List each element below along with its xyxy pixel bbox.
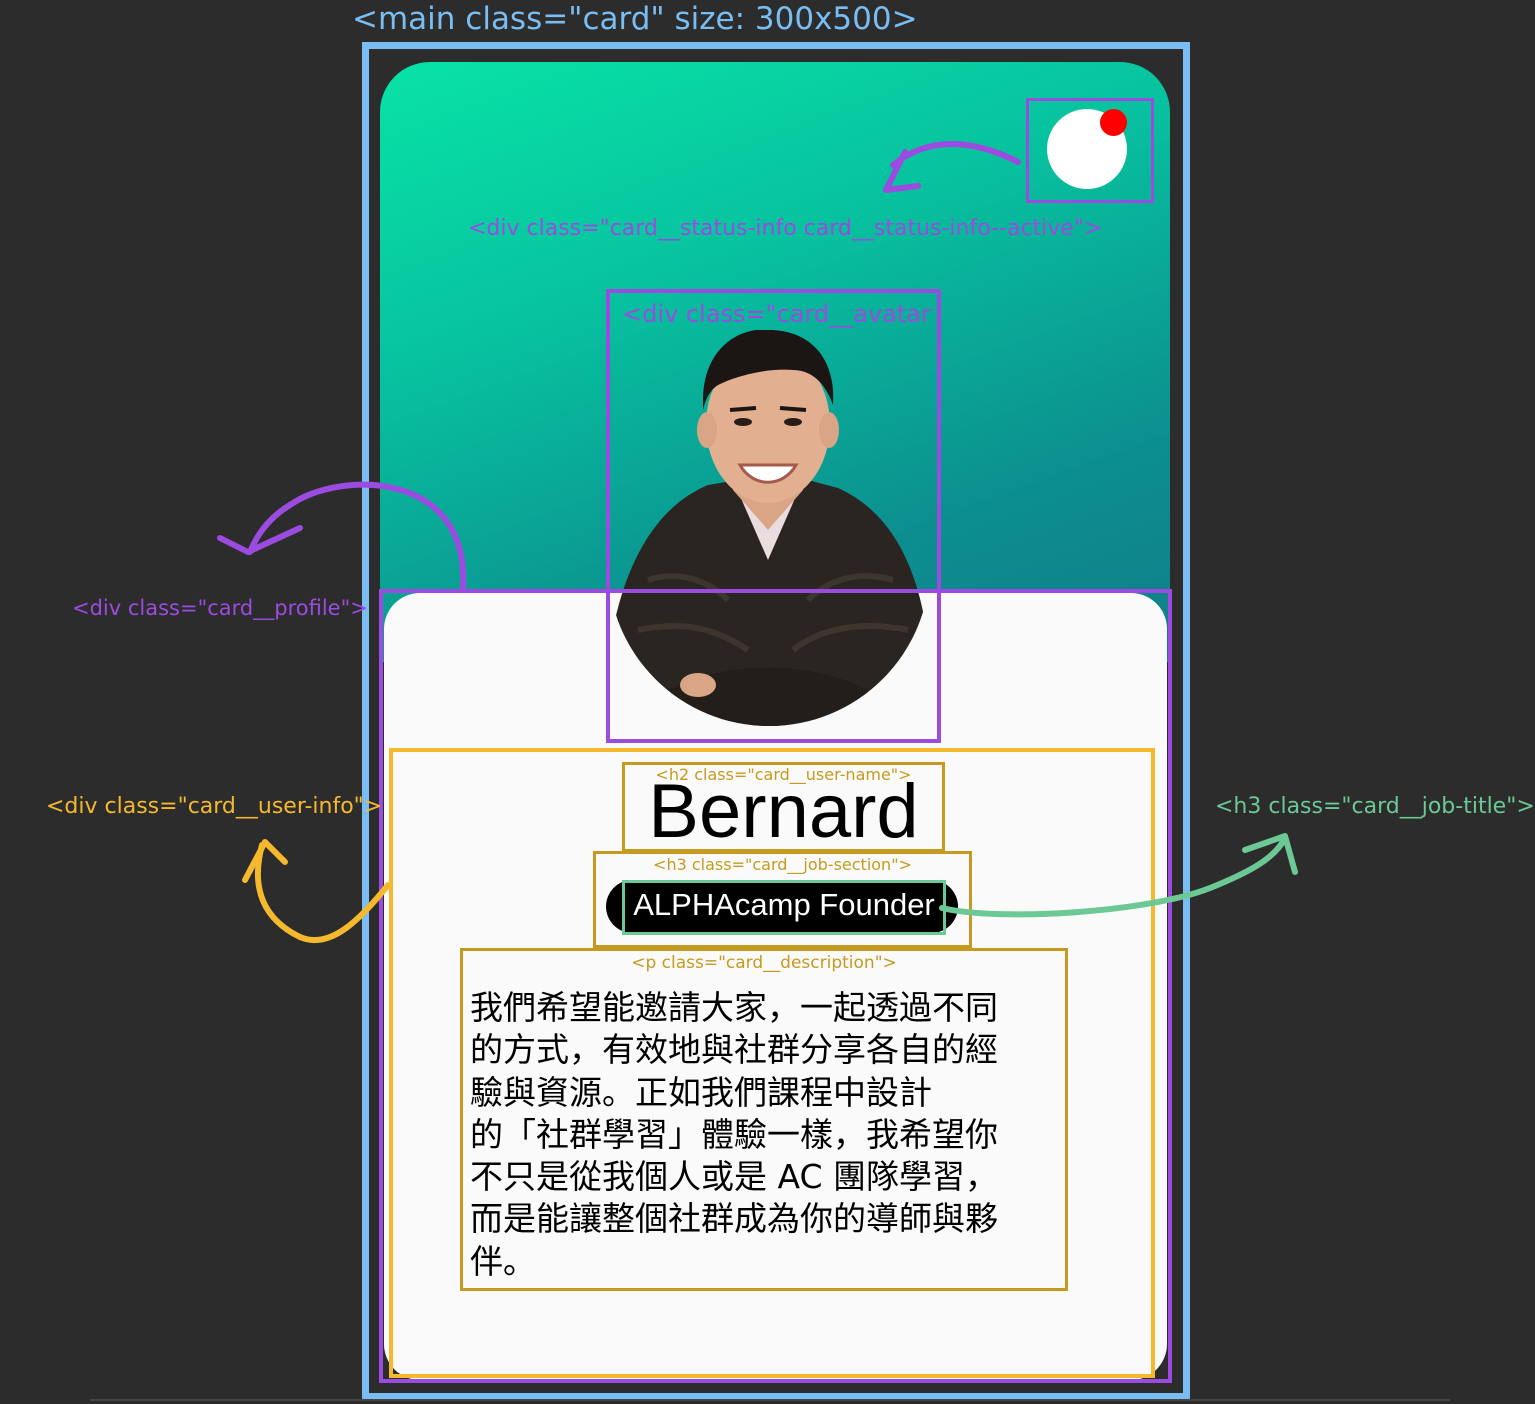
description-tag: <p class="card__description">: [631, 953, 897, 973]
user-info-label: <div class="card__user-info">: [46, 794, 383, 819]
profile-label: <div class="card__profile">: [72, 596, 368, 620]
bottom-divider: [90, 1399, 1450, 1401]
avatar-photo: [608, 330, 930, 726]
profile-arrowhead: [217, 525, 303, 555]
description-frame: [460, 948, 1068, 1291]
user-info-frame: [389, 748, 1155, 1378]
profile-arrow: [247, 481, 467, 591]
job-section-frame: [593, 851, 972, 948]
profile-frame: [379, 589, 1172, 1383]
avatar-label: <div class="card__avatar: [622, 300, 931, 328]
job-title: ALPHAcamp Founder: [633, 887, 935, 922]
user-info-arrow: [255, 842, 391, 944]
job-section-tag: <h3 class="card__job-section">: [653, 855, 912, 874]
user-info-arrowhead: [242, 839, 288, 883]
job-title-label: <h3 class="card__job-title">: [1215, 794, 1535, 819]
status-arrowhead: [883, 149, 921, 193]
description-text: 我們希望能邀請大家，一起透過不同 的方式，有效地與社群分享各自的經 驗與資源。正…: [470, 988, 999, 1281]
status-info-frame: [1026, 98, 1154, 203]
status-arrow: [890, 141, 1021, 168]
avatar-frame: [606, 289, 941, 743]
status-info-label: <div class="card__status-info card__stat…: [468, 216, 1103, 241]
user-name-tag: <h2 class="card__user-name">: [655, 765, 912, 784]
main-card-label: <main class="card" size: 300x500>: [352, 1, 918, 37]
user-name-frame: [622, 762, 945, 852]
status-active-dot: [1100, 109, 1127, 136]
user-name: Bernard: [648, 769, 919, 854]
job-title-pill: [606, 880, 958, 933]
job-title-arrowhead: [1242, 833, 1298, 875]
job-title-arrow: [939, 835, 1288, 918]
